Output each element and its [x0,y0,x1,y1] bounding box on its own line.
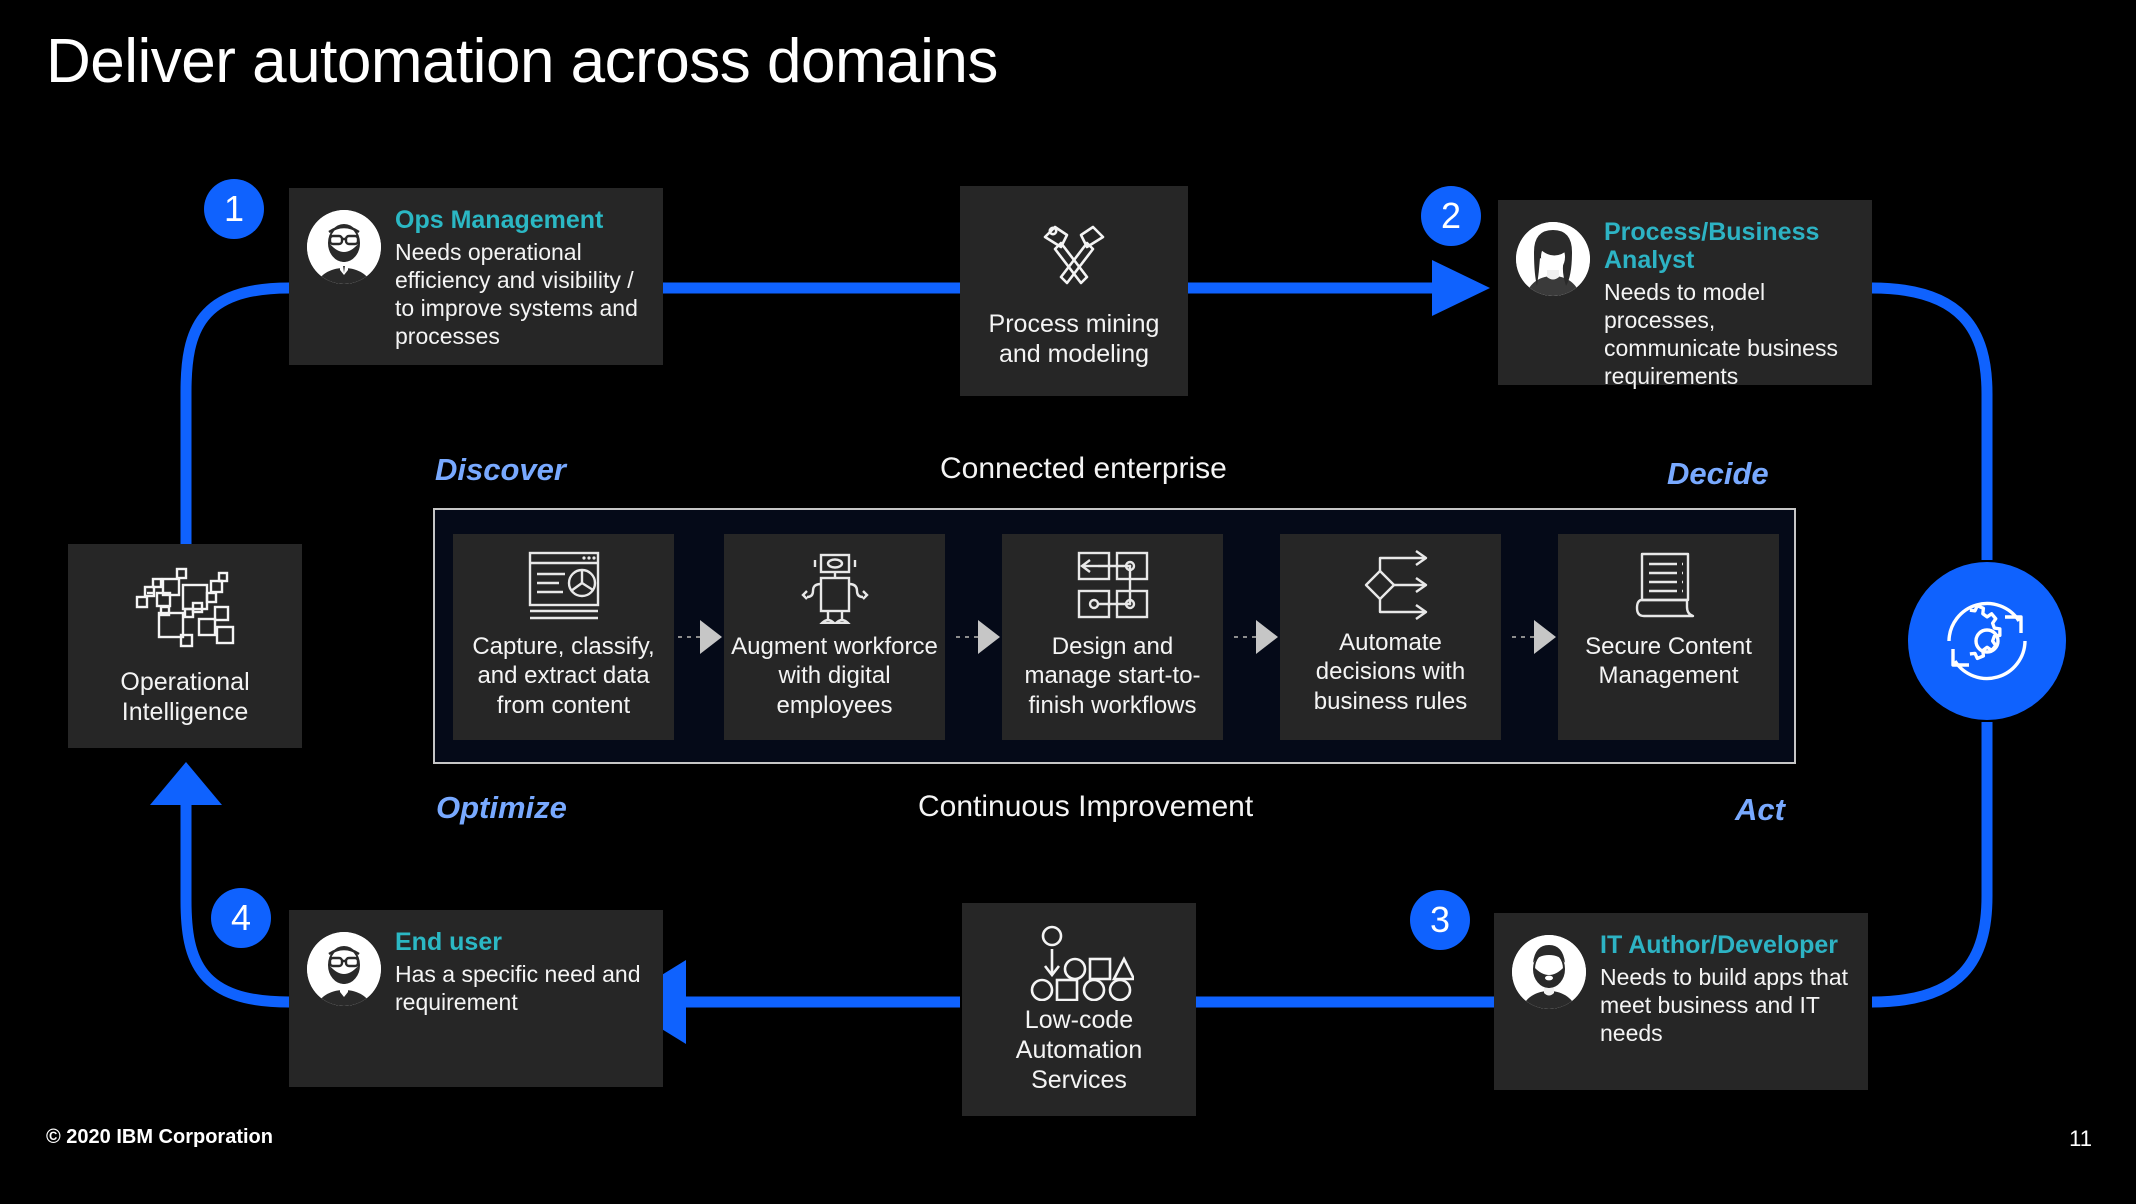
persona-text: IT Author/Developer Needs to build apps … [1600,931,1852,1047]
tile-label: Operational Intelligence [120,668,250,726]
avatar-bearded-man-icon [1512,935,1586,1009]
persona-text: Ops Management Needs operational efficie… [395,206,647,350]
persona-card-process-business-analyst[interactable]: Process/Business Analyst Needs to model … [1498,200,1872,389]
capability-label: Secure Content Management [1585,633,1752,690]
crossed-hammers-icon [1031,213,1117,299]
persona-text: Process/Business Analyst Needs to model … [1604,218,1856,390]
persona-text: End user Has a specific need and require… [395,928,647,1016]
page-number: 11 [2069,1126,2092,1151]
avatar-bearded-man-glasses-icon [307,210,381,284]
capability-label: Capture, classify, and extract data from… [472,633,655,719]
capability-tile-secure-content-management[interactable]: Secure Content Management [1558,534,1779,740]
document-scroll-icon [1634,550,1704,624]
tile-label: Process mining and modeling [988,310,1160,368]
persona-description: Needs to model processes, communicate bu… [1604,279,1838,390]
persona-name: End user [395,928,502,956]
step-badge-1: 1 [204,179,264,239]
decision-branch-icon [1350,550,1432,620]
persona-name: IT Author/Developer [1600,931,1838,959]
gear-refresh-icon [1931,585,2043,697]
capability-tile-augment-workforce[interactable]: Augment workforce with digital employees [724,534,945,740]
capability-tile-design-manage-workflows[interactable]: Design and manage start-to-finish workfl… [1002,534,1223,740]
tile-process-mining-and-modeling[interactable]: Process mining and modeling [960,186,1188,396]
phase-label-optimize: Optimize [436,790,567,825]
copyright-text: © 2020 IBM Corporation [46,1126,273,1148]
persona-card-ops-management[interactable]: Ops Management Needs operational efficie… [289,188,663,365]
phase-label-discover: Discover [435,452,566,487]
persona-name: Ops Management [395,206,604,234]
persona-name: Process/Business Analyst [1604,218,1820,274]
step-badge-3: 3 [1410,890,1470,950]
persona-card-it-author-developer[interactable]: IT Author/Developer Needs to build apps … [1494,913,1868,1090]
persona-card-end-user[interactable]: End user Has a specific need and require… [289,910,663,1087]
tile-operational-intelligence[interactable]: Operational Intelligence [68,544,302,748]
tile-label: Low-code Automation Services [1015,1005,1143,1094]
tile-low-code-automation-services[interactable]: Low-code Automation Services [962,903,1196,1116]
step-badge-2: 2 [1421,186,1481,246]
automation-hub[interactable] [1908,562,2066,720]
shapes-flow-icon [1024,925,1137,1001]
capability-label: Design and manage start-to-finish workfl… [1024,633,1201,719]
page-title: Deliver automation across domains [46,27,998,96]
panel-top-label-connected-enterprise: Connected enterprise [940,452,1227,485]
document-analytics-icon [525,550,603,624]
persona-description: Needs to build apps that meet business a… [1600,964,1849,1047]
phase-label-act: Act [1735,792,1785,827]
capability-label: Automate decisions with business rules [1313,629,1468,715]
robot-icon [799,550,871,625]
scattered-squares-icon [133,565,237,657]
avatar-long-hair-woman-icon [1516,222,1590,296]
workflow-nodes-icon [1076,550,1150,624]
persona-description: Needs operational efficiency and visibil… [395,239,638,350]
capability-label: Augment workforce with digital employees [731,633,938,719]
panel-bottom-label-continuous-improvement: Continuous Improvement [918,790,1254,823]
capability-tile-capture-classify[interactable]: Capture, classify, and extract data from… [453,534,674,740]
avatar-bearded-man-glasses-icon [307,932,381,1006]
phase-label-decide: Decide [1667,456,1769,491]
capability-tile-automate-decisions[interactable]: Automate decisions with business rules [1280,534,1501,740]
persona-description: Has a specific need and requirement [395,961,641,1016]
step-badge-4: 4 [211,888,271,948]
